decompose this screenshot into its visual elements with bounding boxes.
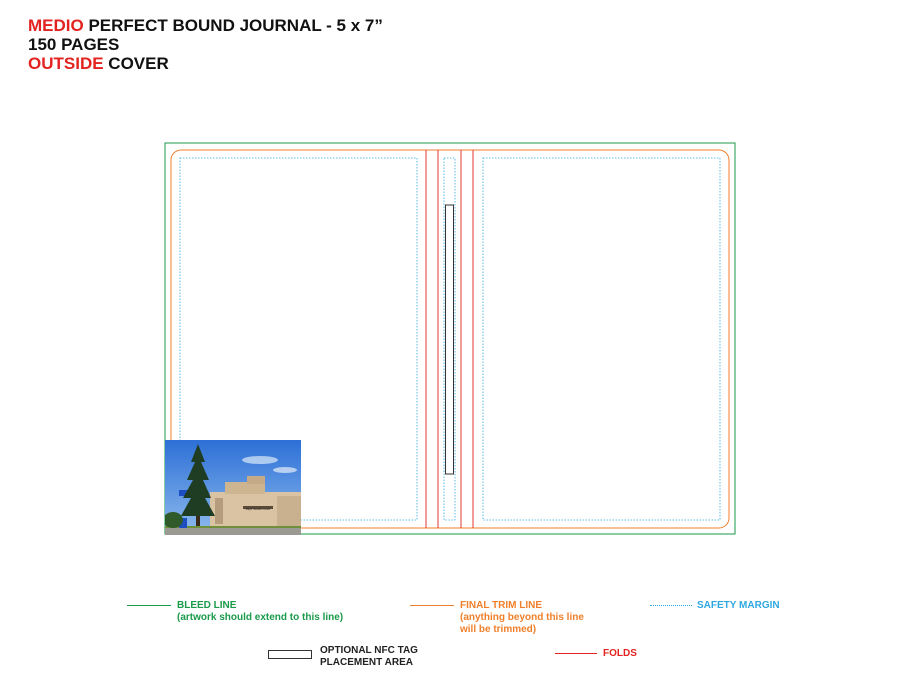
title-line-2: 150 PAGES bbox=[28, 35, 120, 54]
title-line-3: OUTSIDE COVER bbox=[28, 54, 383, 73]
bleed-swatch bbox=[127, 605, 171, 606]
safety-margin-spine bbox=[443, 157, 456, 521]
nfc-tag-area bbox=[445, 204, 454, 475]
trim-note-1: (anything beyond this line bbox=[460, 612, 584, 623]
bleed-line bbox=[164, 142, 736, 535]
building-photo: Mayor Gosselin Center bbox=[165, 440, 301, 535]
page-title: MEDIO PERFECT BOUND JOURNAL - 5 x 7” 150… bbox=[28, 16, 383, 73]
folds-label: FOLDS bbox=[603, 648, 637, 659]
safety-label: SAFETY MARGIN bbox=[697, 600, 780, 611]
trim-text: FINAL TRIM LINE (anything beyond this li… bbox=[460, 600, 584, 636]
nfc-label-2: PLACEMENT AREA bbox=[320, 657, 413, 668]
nfc-swatch bbox=[268, 650, 312, 659]
title-cover-word: COVER bbox=[103, 54, 169, 73]
bleed-label: BLEED LINE bbox=[177, 600, 237, 611]
folds-text: FOLDS bbox=[603, 648, 637, 660]
building-sign: Mayor Gosselin Center bbox=[246, 508, 271, 511]
trim-swatch bbox=[410, 605, 454, 606]
trim-line bbox=[170, 149, 730, 529]
building-photo-image: Mayor Gosselin Center bbox=[165, 440, 301, 535]
folds-swatch bbox=[555, 653, 597, 654]
safety-swatch bbox=[650, 605, 692, 606]
title-accent-outside: OUTSIDE bbox=[28, 54, 104, 73]
safety-text: SAFETY MARGIN bbox=[697, 600, 780, 612]
nfc-label-1: OPTIONAL NFC TAG bbox=[320, 645, 418, 656]
trim-note-2: will be trimmed) bbox=[460, 624, 537, 635]
bleed-text: BLEED LINE (artwork should extend to thi… bbox=[177, 600, 343, 624]
nfc-text: OPTIONAL NFC TAG PLACEMENT AREA bbox=[320, 645, 418, 669]
bleed-note: (artwork should extend to this line) bbox=[177, 612, 344, 623]
trim-label: FINAL TRIM LINE bbox=[460, 600, 543, 611]
safety-margin-front bbox=[482, 157, 721, 521]
title-accent-medio: MEDIO bbox=[28, 16, 84, 35]
title-line-1: MEDIO PERFECT BOUND JOURNAL - 5 x 7” bbox=[28, 16, 383, 35]
title-product-name: PERFECT BOUND JOURNAL - 5 x 7” bbox=[83, 16, 383, 35]
